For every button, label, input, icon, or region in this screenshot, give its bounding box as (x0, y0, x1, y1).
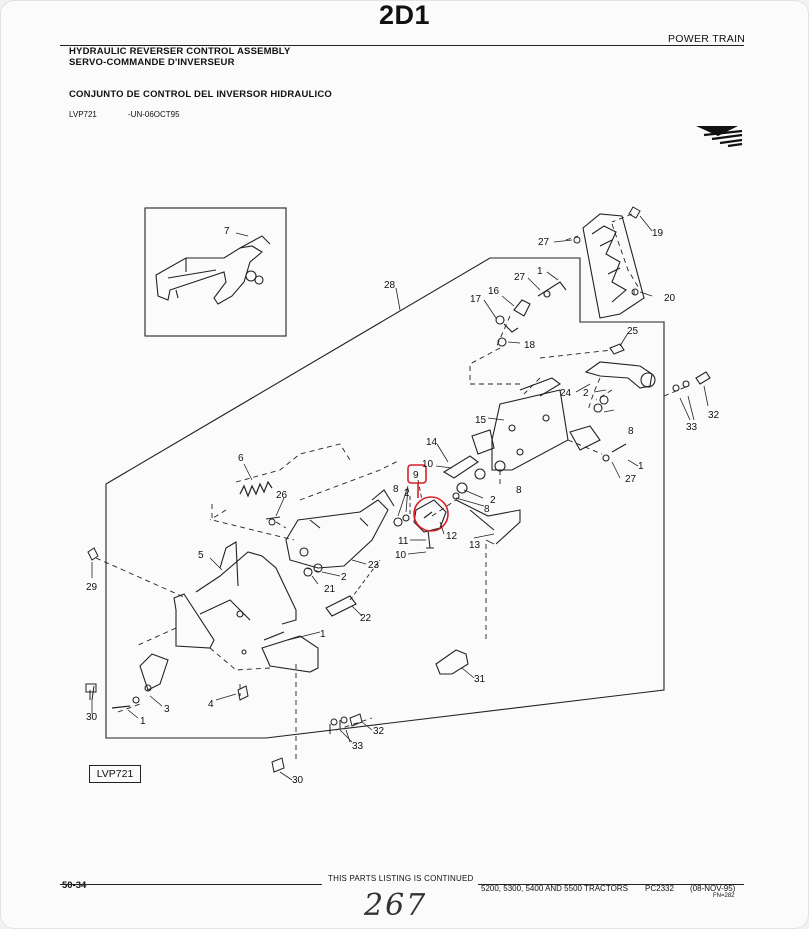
page-code: 2D1 (378, 0, 431, 30)
callout-10: 10 (422, 459, 434, 470)
handwritten-number: 267 (364, 888, 428, 923)
callout-7: 7 (224, 226, 230, 237)
callout-10: 10 (395, 550, 407, 561)
callout-8: 8 (393, 484, 399, 495)
callout-8: 8 (628, 426, 634, 437)
inset-box (144, 207, 287, 337)
callout-1: 1 (140, 716, 146, 727)
callout-33: 33 (686, 422, 698, 433)
lever-24 (584, 343, 656, 389)
upper-link (495, 281, 567, 347)
spacer-21-22 (303, 563, 357, 617)
callout-22: 22 (360, 613, 372, 624)
callout-9: 9 (413, 470, 419, 481)
callout-1: 1 (537, 266, 543, 277)
title-french: SERVO-COMMANDE D'INVERSEUR (69, 57, 235, 68)
callout-29: 29 (86, 582, 98, 593)
callout-27: 27 (538, 237, 550, 248)
callout-30: 30 (86, 712, 98, 723)
callout-2: 2 (490, 495, 496, 506)
illustration-label-box: LVP721 (89, 765, 141, 783)
leader-lines (91, 215, 709, 781)
title-english: HYDRAULIC REVERSER CONTROL ASSEMBLY (69, 46, 291, 57)
callout-1: 1 (638, 461, 644, 472)
header-rule (60, 45, 744, 46)
callout-16: 16 (488, 286, 500, 297)
callout-19: 19 (652, 228, 664, 239)
callout-23: 23 (368, 560, 380, 571)
continued-note: THIS PARTS LISTING IS CONTINUED (328, 874, 474, 883)
callout-31: 31 (474, 674, 486, 685)
callout-15: 15 (475, 415, 487, 426)
lever-14 (442, 455, 521, 545)
callout-32: 32 (373, 726, 385, 737)
title-spanish: CONJUNTO DE CONTROL DEL INVERSOR HIDRAUL… (69, 89, 333, 100)
callout-3: 3 (164, 704, 170, 715)
callout-18: 18 (524, 340, 536, 351)
callout-2: 2 (341, 572, 347, 583)
catalog-number: PC2332 (645, 884, 674, 893)
callout-26: 26 (276, 490, 288, 501)
callout-2: 2 (404, 488, 410, 499)
tractor-models: 5200, 5300, 5400 AND 5500 TRACTORS (481, 884, 628, 893)
shift-gate-plate (582, 213, 645, 319)
callout-28: 28 (384, 280, 396, 291)
mounting-plate (471, 377, 627, 472)
spring-6 (239, 480, 273, 498)
callout-33: 33 (352, 741, 364, 752)
callout-12: 12 (446, 531, 458, 542)
footer-rule-left (60, 884, 322, 885)
callout-21: 21 (324, 584, 336, 595)
callout-8: 8 (484, 504, 490, 515)
catalog-date: (08-NOV-95) (690, 884, 736, 893)
callout-24: 24 (560, 388, 572, 399)
callout-27: 27 (514, 272, 526, 283)
callout-13: 13 (469, 540, 481, 551)
callout-5: 5 (198, 550, 204, 561)
callout-14: 14 (426, 437, 438, 448)
callout-27: 27 (625, 474, 637, 485)
illustration-ref: LVP721 (69, 110, 97, 119)
callout-17: 17 (470, 294, 482, 305)
knob-31 (435, 649, 469, 675)
section-title: POWER TRAIN (668, 33, 746, 45)
callout-numbers: 7 28 27 19 20 27 1 16 17 18 25 24 2 32 3… (86, 226, 720, 786)
callout-1: 1 (320, 629, 326, 640)
lever-23 (285, 489, 395, 569)
front-arrow-icon (696, 126, 743, 148)
callout-32: 32 (708, 410, 720, 421)
footer-rule-right (478, 884, 744, 885)
callout-11: 11 (398, 536, 409, 547)
highlight-annotation (407, 464, 449, 532)
callout-6: 6 (238, 453, 244, 464)
callout-4: 4 (208, 699, 214, 710)
inset-bracket-drawing (155, 235, 271, 305)
callout-25: 25 (627, 326, 639, 337)
callout-20: 20 (664, 293, 676, 304)
callout-30: 30 (292, 775, 304, 786)
assembly-frame (105, 257, 665, 739)
callout-8: 8 (516, 485, 522, 496)
illustration-date: -UN-06OCT95 (128, 110, 180, 119)
fn-code: FN=282 (713, 893, 735, 899)
shift-lever (132, 541, 319, 704)
callout-2: 2 (583, 388, 589, 399)
page-number: 50-34 (62, 880, 87, 891)
